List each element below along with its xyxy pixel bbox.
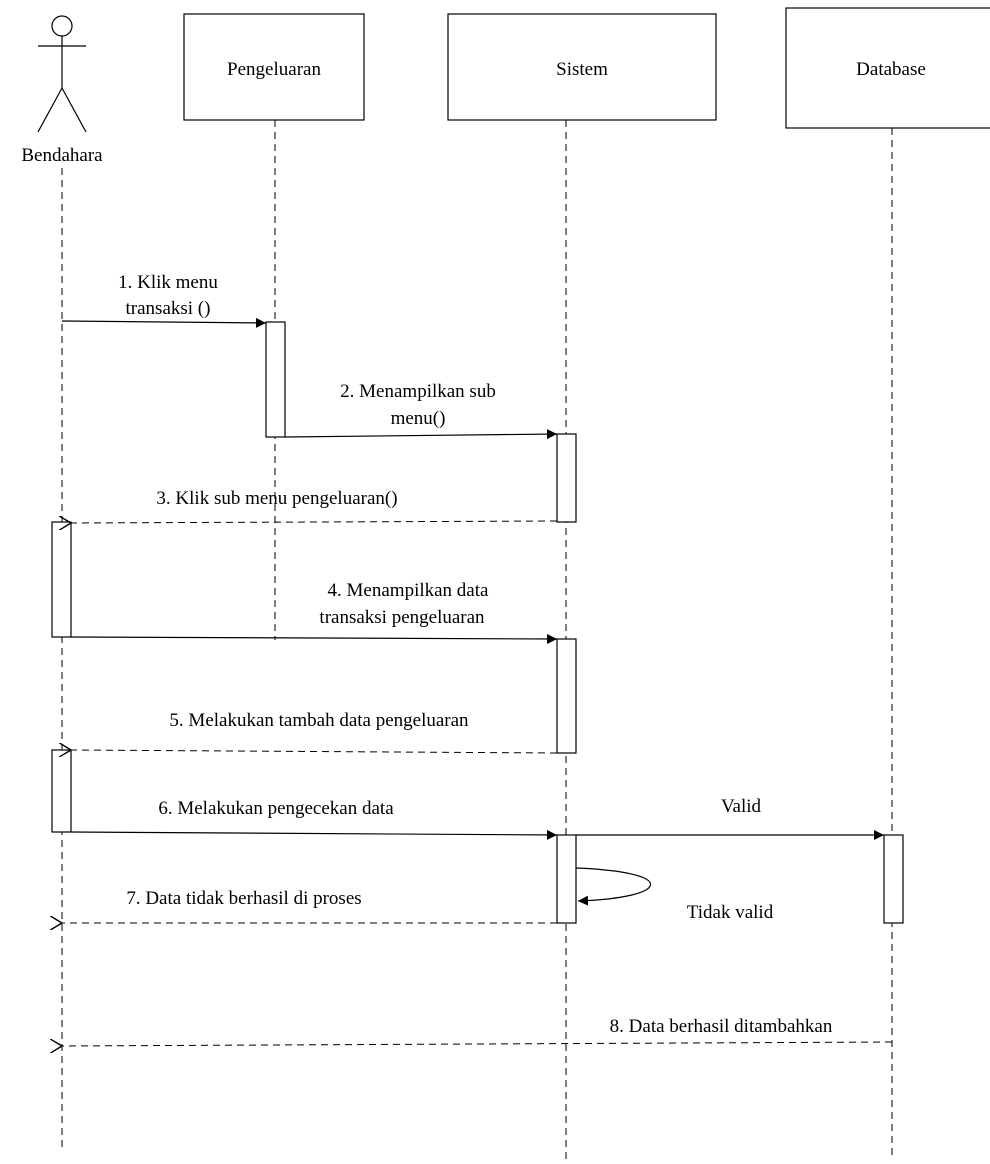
message-arrow-6 xyxy=(70,829,558,840)
lifeline-box-database xyxy=(785,7,990,129)
message-arrow-2 xyxy=(284,429,558,440)
actor-left-leg xyxy=(37,87,63,133)
message-arrow-1 xyxy=(61,317,267,328)
message-arrow-5 xyxy=(71,750,558,753)
message-label-2a: 2. Menampilkan sub xyxy=(340,381,496,402)
actor-bendahara: Bendahara xyxy=(21,15,103,166)
message-arrow-4 xyxy=(70,633,558,644)
message-label-2b: menu() xyxy=(391,408,446,429)
message-label-3: 3. Klik sub menu pengeluaran() xyxy=(156,488,397,509)
lifeline-box-sistem xyxy=(447,13,717,121)
message-arrow-8 xyxy=(62,1042,893,1046)
activation-sistem-1 xyxy=(556,433,577,523)
lifeline-label-pengeluaran: Pengeluaran xyxy=(227,59,321,80)
actor-right-leg xyxy=(61,87,87,133)
message-label-valid: Valid xyxy=(721,796,762,817)
message-label-4b: transaksi pengeluaran xyxy=(319,607,485,628)
message-label-7: 7. Data tidak berhasil di proses xyxy=(126,888,361,909)
activation-bendahara-2 xyxy=(51,749,72,833)
message-label-1b: transaksi () xyxy=(126,298,211,319)
message-label-6: 6. Melakukan pengecekan data xyxy=(158,798,394,819)
message-label-4a: 4. Menampilkan data xyxy=(328,580,489,601)
activation-sistem-3 xyxy=(556,834,577,924)
lifeline-box-pengeluaran xyxy=(183,13,365,121)
message-label-5: 5. Melakukan tambah data pengeluaran xyxy=(169,710,469,731)
message-arrow-3 xyxy=(71,521,558,523)
activation-bendahara-1 xyxy=(51,521,72,638)
message-label-1a: 1. Klik menu xyxy=(118,272,218,293)
actor-label: Bendahara xyxy=(21,145,103,166)
lifeline-label-database: Database xyxy=(856,59,926,80)
activation-pengeluaran xyxy=(265,321,286,438)
lifeline-label-sistem: Sistem xyxy=(556,59,608,80)
message-label-tidak-valid: Tidak valid xyxy=(687,902,774,923)
activation-sistem-2 xyxy=(556,638,577,754)
actor-head xyxy=(51,15,73,37)
message-label-8: 8. Data berhasil ditambahkan xyxy=(610,1016,833,1037)
activation-database xyxy=(883,834,904,924)
message-arrow-self xyxy=(575,867,651,906)
